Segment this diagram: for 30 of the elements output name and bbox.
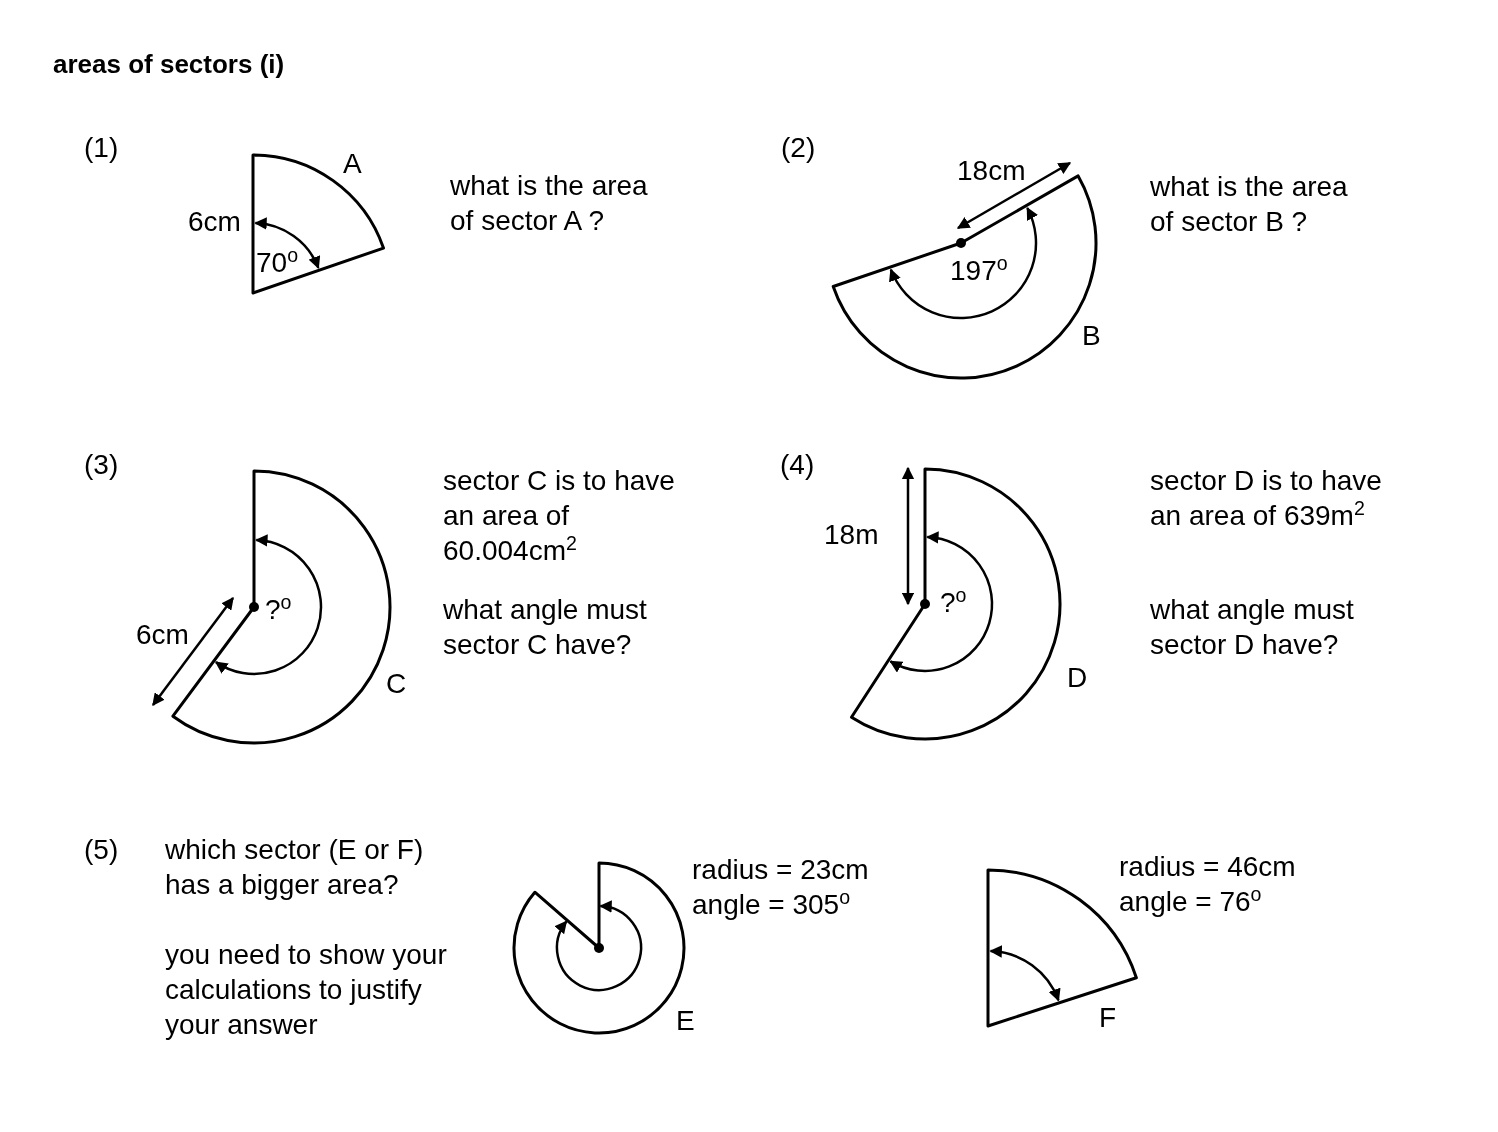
angle-label: ?$^{o}$ — [940, 585, 967, 620]
question-text: sector C is to have an area of 60.004cm$^{2}$ — [443, 464, 676, 568]
question-text: what is the area of sector A ? — [450, 169, 649, 238]
angle-label: ?$^{o}$ — [265, 592, 292, 627]
question-number: (4) — [780, 448, 815, 482]
given-values: radius = 46cm angle = 76$^{o}$ — [1119, 850, 1297, 919]
angle-label: 197$^{o}$ — [950, 253, 1008, 288]
question-number: (2) — [781, 131, 816, 165]
question-number: (1) — [84, 131, 119, 165]
instruction-text: you need to show your calculations to justify your answer — [165, 938, 448, 1042]
question-text: what angle must sector C have? — [443, 593, 648, 662]
dimension-label: 6cm — [136, 618, 189, 652]
dimension-label: 18m — [824, 518, 879, 552]
question-number: (3) — [84, 448, 119, 482]
sector-letter: E — [676, 1004, 695, 1038]
worksheet-title: areas of sectors (i) — [53, 48, 285, 81]
angle-label: 70$^{o}$ — [256, 245, 299, 280]
sector-letter: F — [1099, 1001, 1117, 1035]
sector-letter: B — [1082, 319, 1101, 353]
dimension-label: 18cm — [957, 154, 1026, 188]
question-text: which sector (E or F) has a bigger area? — [165, 833, 425, 902]
sector-letter: C — [386, 667, 407, 701]
dimension-label: 6cm — [188, 205, 241, 239]
sector-letter: D — [1067, 661, 1088, 695]
sector-letter: A — [343, 147, 362, 181]
question-text: sector D is to have an area of 639m$^{2}$ — [1150, 464, 1383, 533]
question-text: what angle must sector D have? — [1150, 593, 1355, 662]
question-text: what is the area of sector B ? — [1150, 170, 1349, 239]
given-values: radius = 23cm angle = 305$^{o}$ — [692, 853, 870, 922]
question-number: (5) — [84, 833, 119, 867]
